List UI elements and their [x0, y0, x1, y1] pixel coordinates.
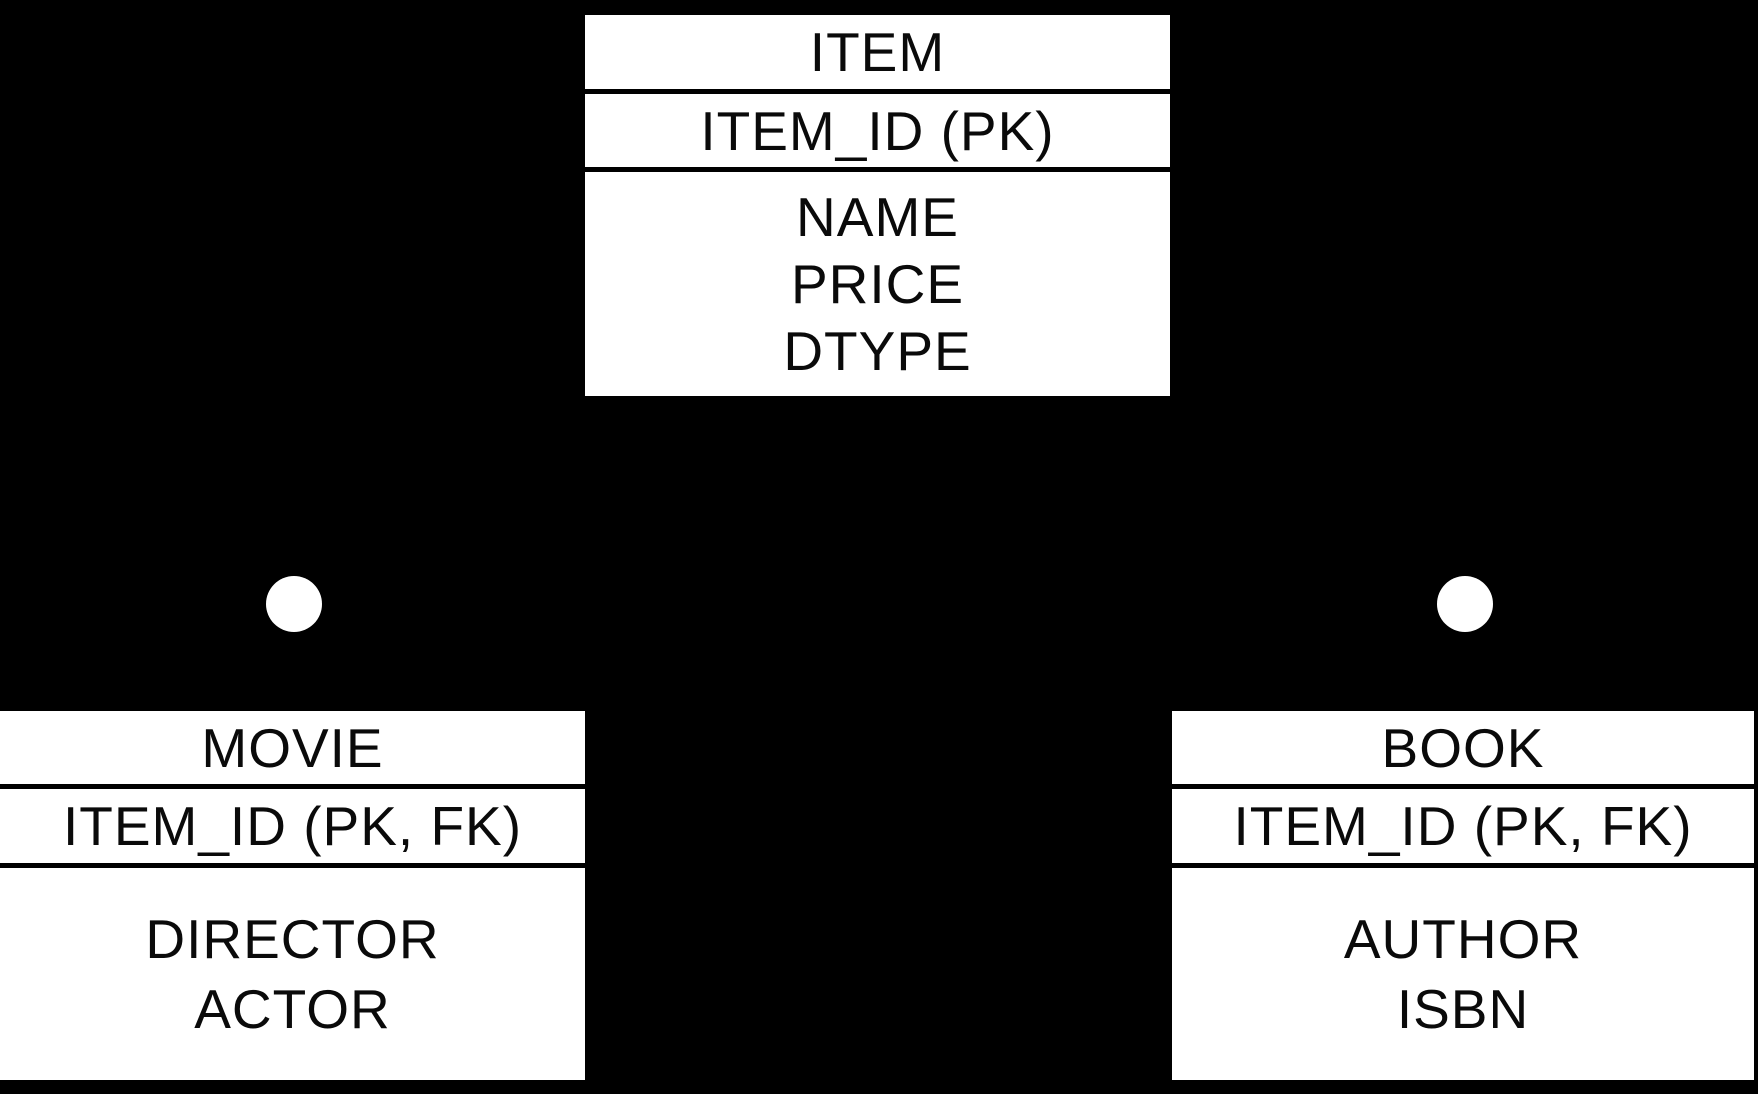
entity-book-title: BOOK [1172, 711, 1754, 789]
connector-circle-icon [1437, 576, 1493, 632]
entity-movie-key-row: ITEM_ID (PK, FK) [0, 789, 585, 868]
entity-book: BOOK ITEM_ID (PK, FK) AUTHOR ISBN [1172, 711, 1754, 1080]
attribute-author: AUTHOR [1343, 908, 1583, 970]
entity-book-key-row: ITEM_ID (PK, FK) [1172, 789, 1754, 868]
entity-book-attributes: AUTHOR ISBN [1172, 868, 1754, 1080]
entity-movie-attributes: DIRECTOR ACTOR [0, 868, 585, 1080]
attribute-actor: ACTOR [194, 978, 391, 1040]
attribute-price: PRICE [790, 252, 965, 315]
connector-circle-icon [266, 576, 322, 632]
attribute-dtype: DTYPE [783, 319, 972, 382]
entity-item-attributes: NAME PRICE DTYPE [585, 172, 1170, 396]
attribute-director: DIRECTOR [145, 908, 440, 970]
entity-item-key-row: ITEM_ID (PK) [585, 94, 1170, 172]
attribute-name: NAME [796, 185, 959, 248]
attribute-isbn: ISBN [1396, 978, 1530, 1040]
entity-item-title: ITEM [585, 15, 1170, 94]
entity-item: ITEM ITEM_ID (PK) NAME PRICE DTYPE [585, 15, 1170, 396]
entity-movie: MOVIE ITEM_ID (PK, FK) DIRECTOR ACTOR [0, 711, 585, 1080]
entity-movie-title: MOVIE [0, 711, 585, 789]
